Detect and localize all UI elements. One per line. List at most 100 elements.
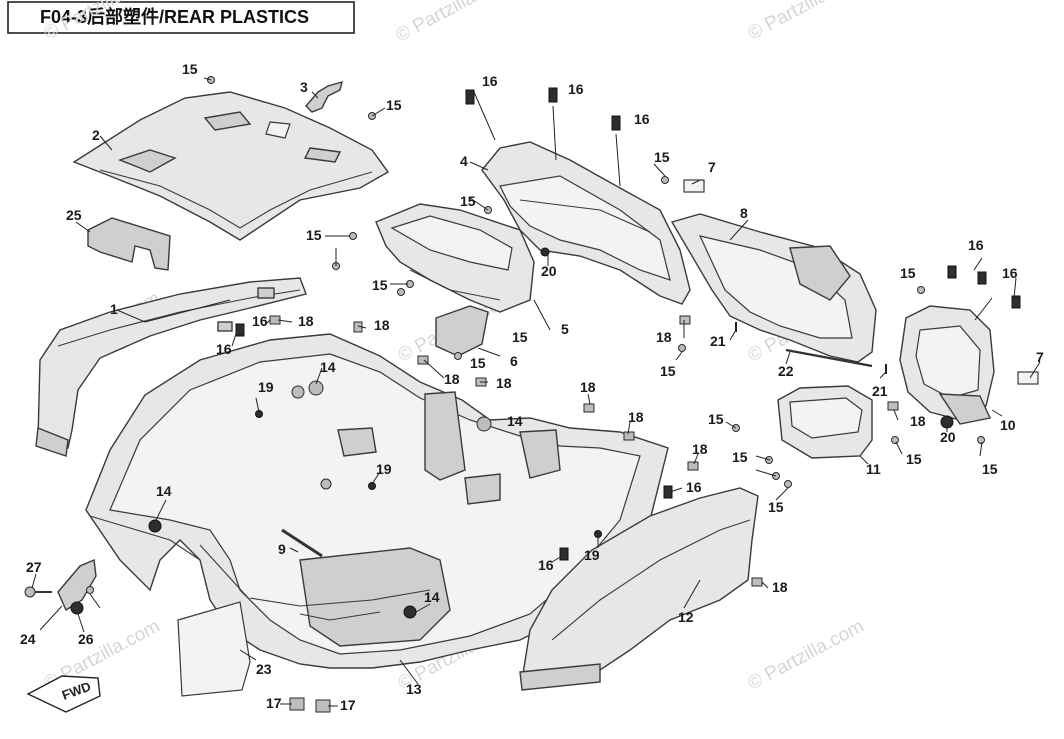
part-10-left-side-panel [899,305,995,425]
callout-14: 14 [507,413,523,429]
callout-15: 15 [900,265,916,281]
callout-18: 18 [374,317,390,333]
callout-23: 23 [256,661,272,677]
part-25-bracket [87,217,171,271]
callout-7: 7 [708,159,716,175]
callout-24: 24 [20,631,36,647]
callout-16: 16 [482,73,498,89]
part-22-rod [785,348,873,368]
callout-16: 16 [968,237,984,253]
callout-19: 19 [376,461,392,477]
part-1-left-fender-flare [35,277,307,457]
callout-18: 18 [910,413,926,429]
callout-16: 16 [538,557,554,573]
callout-27: 27 [26,559,42,575]
callout-18: 18 [656,329,672,345]
callout-15: 15 [982,461,998,477]
part-5-storage-tray [375,203,535,313]
callout-25: 25 [66,207,82,223]
callout-18: 18 [772,579,788,595]
part-23-mud-flap [177,601,251,697]
part-13-rear-fender [85,333,669,669]
callout-15: 15 [182,61,198,77]
part-17-nut [315,699,331,713]
part-9-rod [281,528,323,558]
callout-18: 18 [692,441,708,457]
callout-14: 14 [424,589,440,605]
callout-18: 18 [298,313,314,329]
part-7-clip [1017,371,1039,385]
part-12-right-fender-flare [519,487,759,691]
callout-15: 15 [386,97,402,113]
callout-15: 15 [660,363,676,379]
part-17-nut [289,697,305,711]
callout-3: 3 [300,79,308,95]
part-8-right-side-panel [670,213,877,363]
callout-20: 20 [940,429,956,445]
part-4-rear-top-cover [481,141,691,305]
callout-18: 18 [628,409,644,425]
callout-8: 8 [740,205,748,221]
part-14-grommet [308,380,324,396]
callout-16: 16 [1002,265,1018,281]
fwd-arrow: FWD [26,675,101,713]
callout-15: 15 [732,449,748,465]
part-26-nut [70,601,84,615]
callout-20: 20 [541,263,557,279]
callout-19: 19 [584,547,600,563]
callout-17: 17 [340,697,356,713]
callout-16: 16 [216,341,232,357]
callout-11: 11 [866,461,881,477]
part-6-bracket [435,305,489,357]
callout-10: 10 [1000,417,1016,433]
callout-15: 15 [306,227,322,243]
callout-15: 15 [470,355,486,371]
callout-15: 15 [768,499,784,515]
callout-15: 15 [654,149,670,165]
callout-22: 22 [778,363,794,379]
part-20-grommet [940,415,954,429]
callout-12: 12 [678,609,694,625]
callout-7: 7 [1036,349,1044,365]
part-14-grommet [476,416,492,432]
watermark: © Partzilla.com [744,616,867,695]
watermark: © Partzilla.com [744,0,867,44]
part-24-bracket [57,558,97,612]
callout-18: 18 [580,379,596,395]
callout-15: 15 [906,451,922,467]
callout-15: 15 [708,411,724,427]
leader-lines [31,77,1041,707]
callout-14: 14 [320,359,336,375]
callout-13: 13 [406,681,422,697]
title-box: F04-3后部塑件/REAR PLASTICS [7,1,355,34]
callout-15: 15 [372,277,388,293]
callout-16: 16 [634,111,650,127]
callout-16: 16 [568,81,584,97]
part-16-clips [235,87,1021,561]
callout-21: 21 [872,383,888,399]
callout-4: 4 [460,153,468,169]
part-11-box [777,385,873,459]
callout-15: 15 [460,193,476,209]
callout-26: 26 [78,631,94,647]
part-27-bolt [24,586,52,598]
part-7-clip [683,179,705,193]
part-3-latch [305,80,343,113]
callout-16: 16 [686,479,702,495]
part-19-screws [255,410,602,538]
callout-1: 1 [110,301,118,317]
callout-9: 9 [278,541,286,557]
diagram-title: F04-3后部塑件/REAR PLASTICS [40,6,309,27]
callout-19: 19 [258,379,274,395]
callout-21: 21 [710,333,726,349]
callout-14: 14 [156,483,172,499]
part-20-grommet [540,247,550,257]
callout-2: 2 [92,127,100,143]
callout-16: 16 [252,313,268,329]
callout-6: 6 [510,353,518,369]
callout-15: 15 [512,329,528,345]
callout-17: 17 [266,695,282,711]
callout-18: 18 [496,375,512,391]
callout-labels: 1 2 3 4 5 6 7 7 8 9 10 11 12 13 14 14 14… [20,61,1044,713]
